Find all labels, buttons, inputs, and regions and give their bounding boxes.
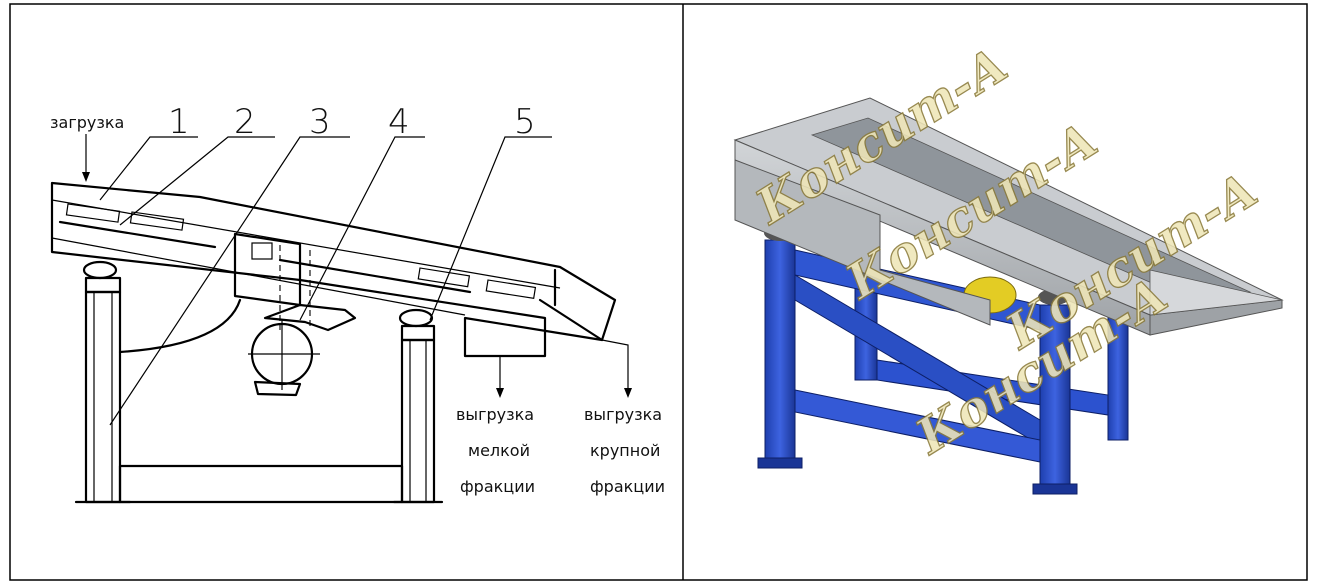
outer-border [9, 3, 1308, 581]
callout-4: 4 [388, 102, 410, 142]
unload-coarse-label-line2: крупной [590, 441, 660, 460]
sieve-box [50, 181, 617, 358]
technical-drawing: 1 2 3 4 5 загрузка выгрузка мелкой фракц… [50, 102, 665, 504]
unload-fine-label-line2: мелкой [468, 441, 530, 460]
loading-label: загрузка [50, 113, 124, 132]
right-support-post [392, 308, 444, 504]
callout-2: 2 [234, 102, 256, 142]
machine-render: Консит-А Консит-А Консит-А Консит-А [733, 36, 1284, 495]
flow-arrows [82, 134, 632, 398]
unload-fine-label-line1: выгрузка [456, 405, 534, 424]
vibrator-housing [118, 232, 357, 397]
callout-5: 5 [514, 102, 536, 142]
callout-3: 3 [309, 102, 331, 142]
front-right-leg[interactable] [1032, 304, 1078, 495]
callout-leaders [99, 136, 552, 426]
unload-fine-label-line3: фракции [460, 477, 535, 496]
base-frame [118, 464, 404, 504]
callout-1: 1 [168, 102, 190, 142]
sieve-trough[interactable] [733, 97, 1284, 336]
front-left-leg[interactable] [757, 239, 803, 469]
unload-coarse-label-line1: выгрузка [584, 405, 662, 424]
unload-coarse-label-line3: фракции [590, 477, 665, 496]
callout-numbers: 1 2 3 4 5 [168, 102, 536, 142]
